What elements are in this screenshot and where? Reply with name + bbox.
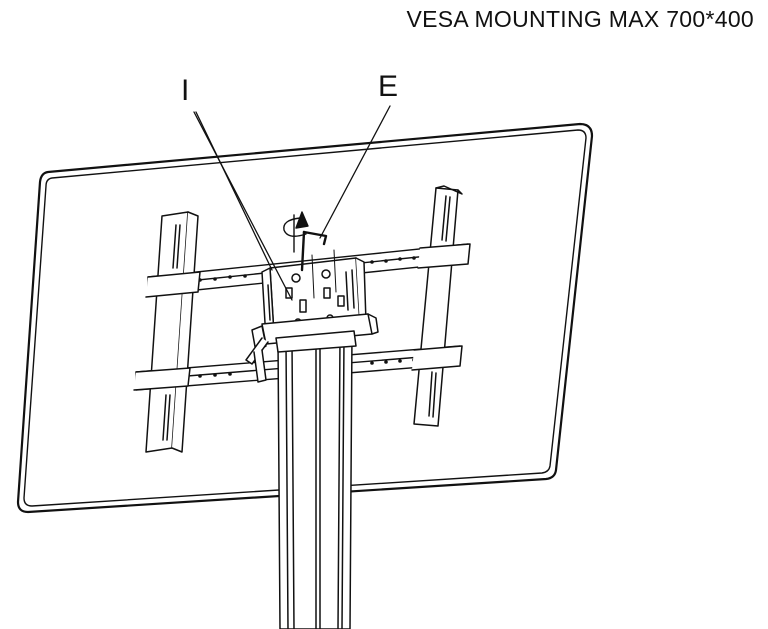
callout-label-e: E bbox=[378, 70, 399, 103]
tv-screen bbox=[16, 122, 594, 514]
callout-label-i: I bbox=[181, 74, 190, 107]
left-vertical-bracket bbox=[133, 211, 201, 453]
stand-pole bbox=[275, 330, 357, 629]
right-vertical-bracket bbox=[411, 185, 471, 427]
allen-key-icon bbox=[300, 230, 328, 272]
diagram-title: VESA MOUNTING MAX 700*400 bbox=[406, 6, 754, 32]
callout-leader-lines bbox=[193, 105, 391, 301]
rotation-arrow-icon bbox=[283, 211, 309, 253]
